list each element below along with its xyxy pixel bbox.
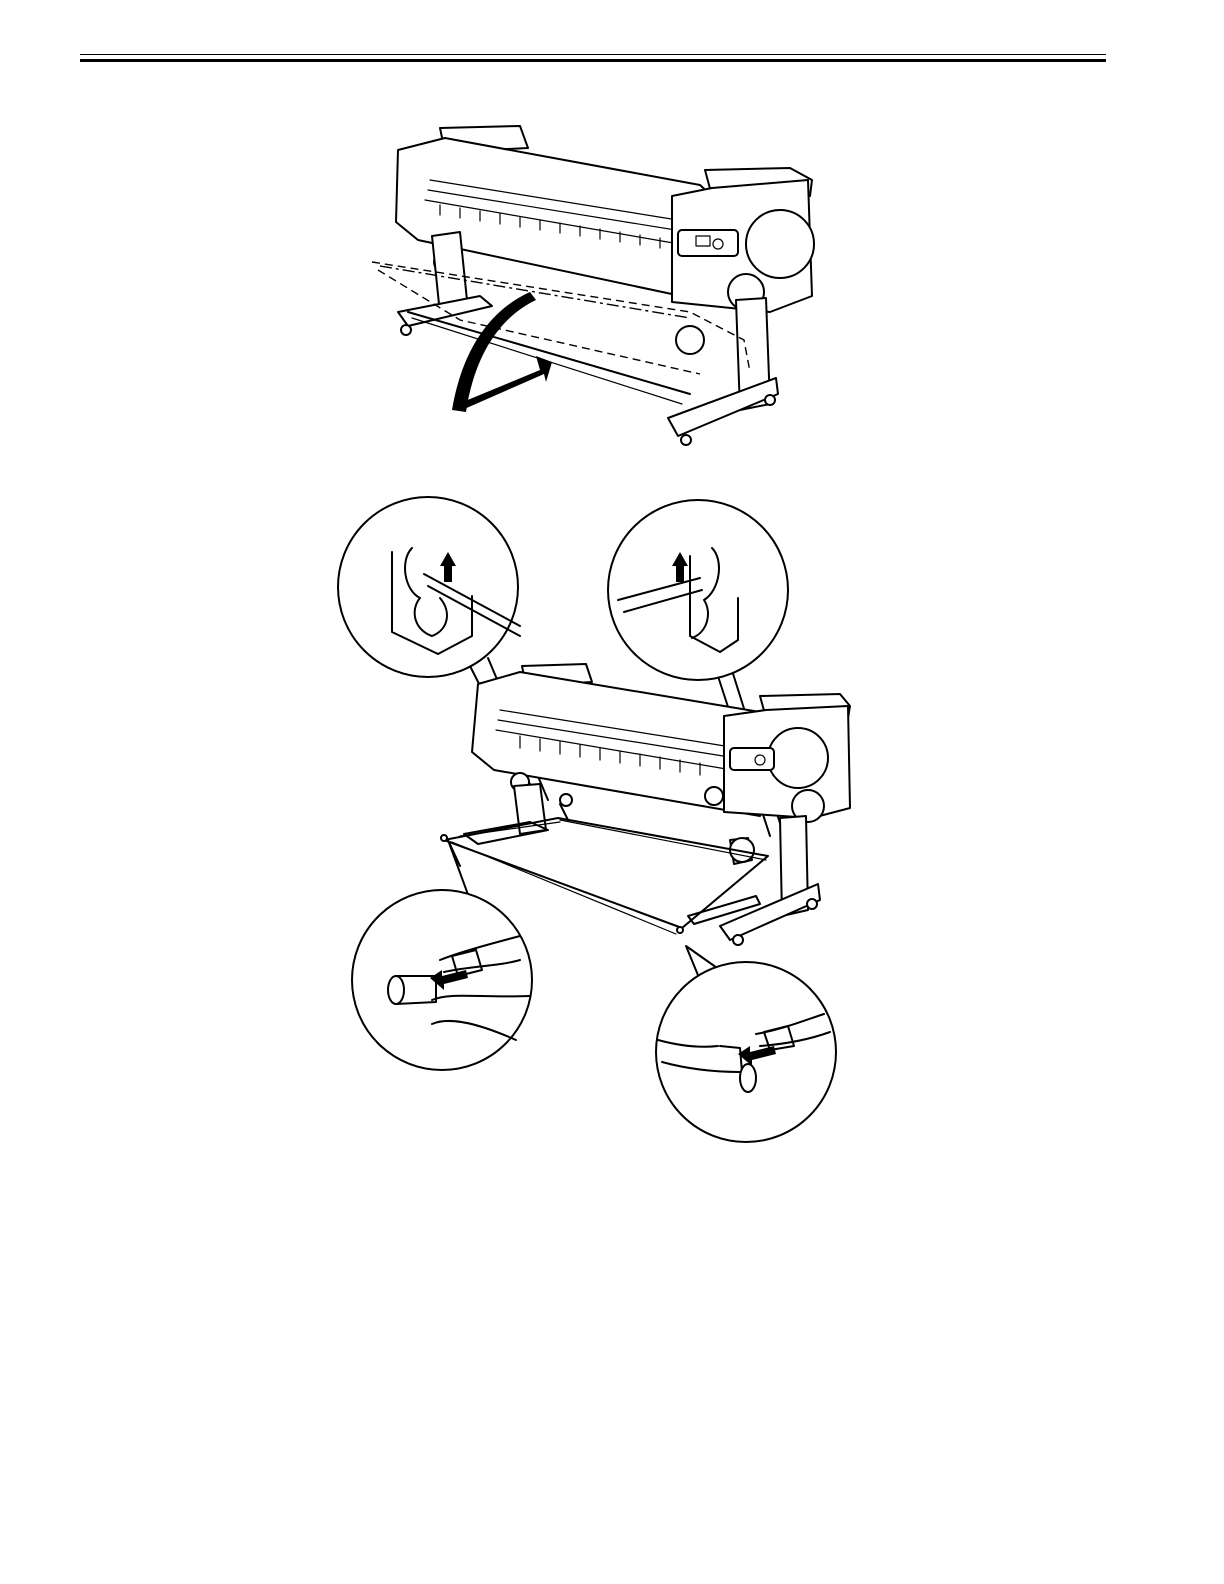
detail-circle-bottom-right — [656, 962, 836, 1142]
detail-circle-bottom-left — [352, 890, 532, 1070]
detail-circle-top-right — [608, 500, 788, 680]
figure-1-printer-basket-raise — [372, 126, 814, 445]
detail-circle-top-left — [338, 497, 520, 677]
figure-2-printer-basket-rod-detail — [338, 497, 850, 1142]
